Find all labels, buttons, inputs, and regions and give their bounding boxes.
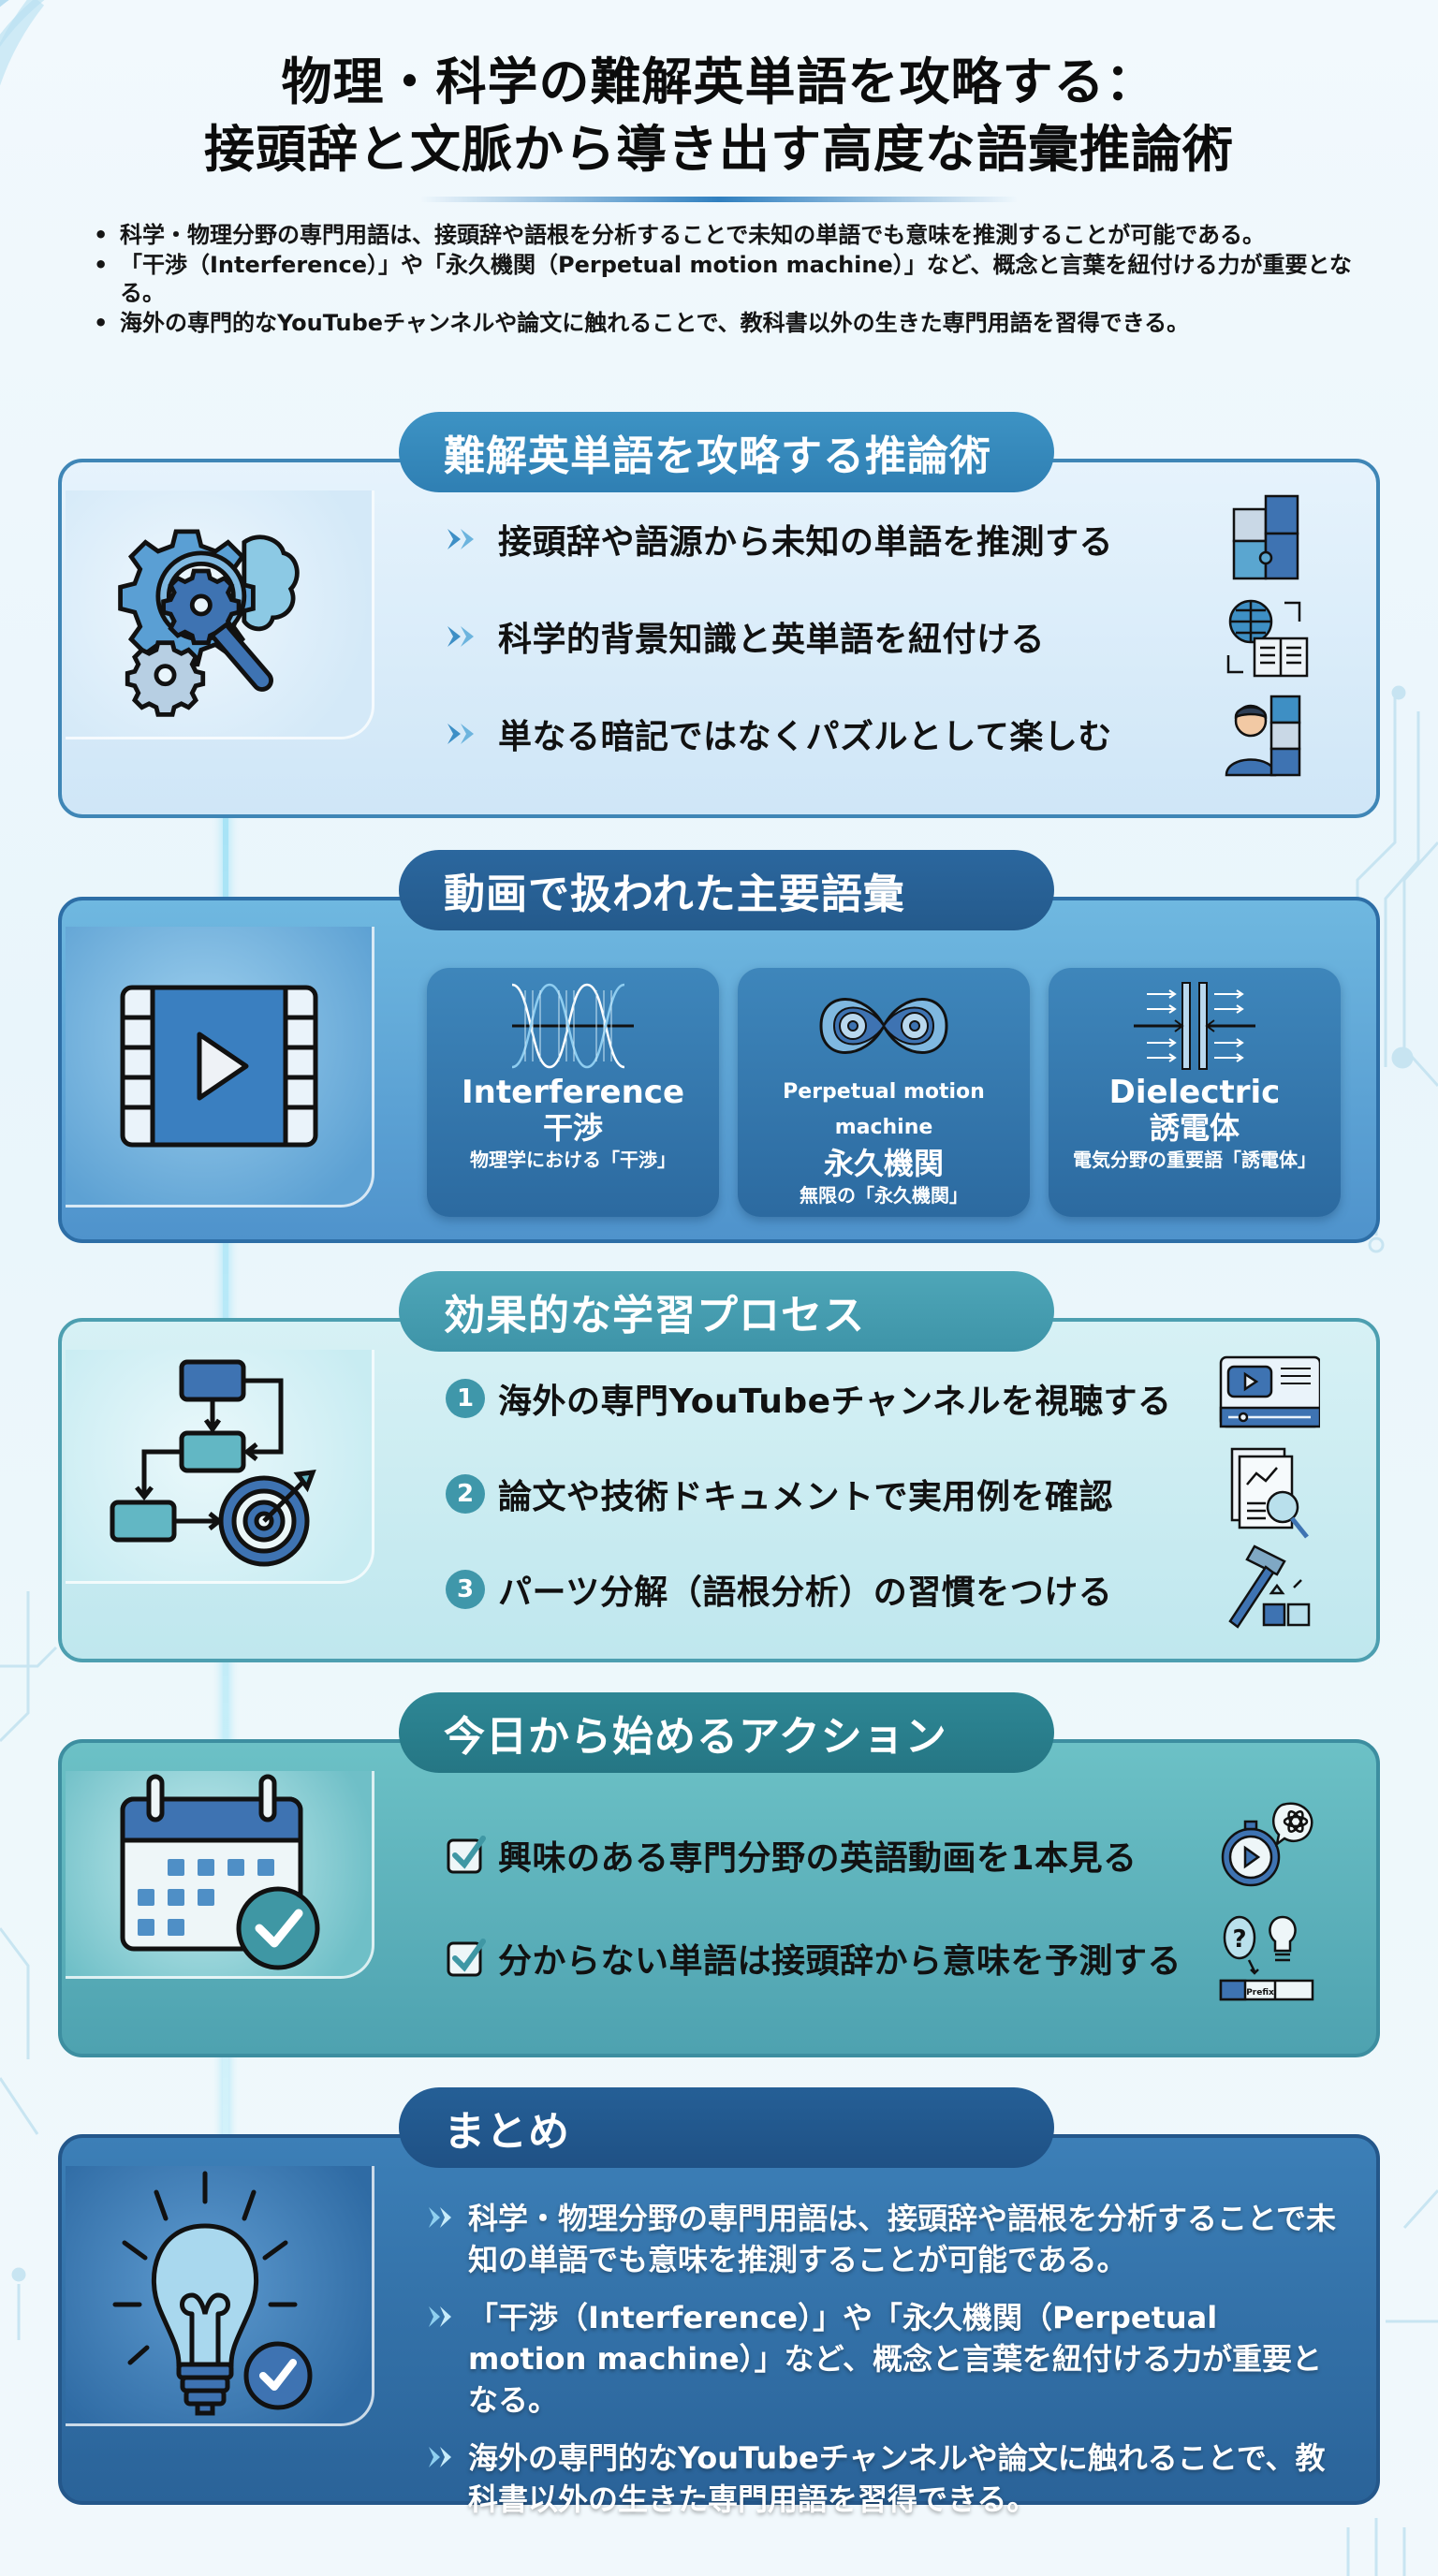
page-title: 物理・科学の難解英単語を攻略する： 接頭辞と文脈から導き出す高度な語彙推論術 xyxy=(0,49,1438,183)
reasoning-item: 単なる暗記ではなくパズルとして楽しむ xyxy=(446,695,1320,777)
summary-item: 海外の専門的なYouTubeチャンネルや論文に触れることで、教科書以外の生きた専… xyxy=(427,2437,1339,2520)
checkbox-checked-icon[interactable] xyxy=(446,1938,487,1979)
intro-bullet: 「干渉（Interference）」や「永久機関（Perpetual motio… xyxy=(94,251,1354,307)
title-line-2: 接頭辞と文脈から導き出す高度な語彙推論術 xyxy=(204,120,1234,179)
summary-item: 「干渉（Interference）」や「永久機関（Perpetual motio… xyxy=(427,2297,1339,2421)
person-puzzle-icon xyxy=(1225,695,1301,777)
term-description: 電気分野の重要語「誘電体」 xyxy=(1073,1149,1316,1171)
vocabulary-card-list: Interference 干渉 物理学における「干渉」 Perpetual mo… xyxy=(427,968,1341,1217)
term-japanese: 干渉 xyxy=(542,1110,603,1146)
reasoning-item: 接頭辞や語源から未知の単語を推測する xyxy=(446,494,1320,580)
double-chevron-icon xyxy=(448,724,474,744)
section-action: 今日から始めるアクション 興味のある専門分野の英語動画を1本見る xyxy=(58,1692,1380,2057)
lightbulb-check-icon xyxy=(112,2171,312,2415)
section-reasoning: 難解英単語を攻略する推論術 接頭辞や語源から未知の単語を推測する 科学的背景 xyxy=(58,412,1380,818)
document-search-icon xyxy=(1230,1447,1309,1539)
section-heading: まとめ xyxy=(399,2087,1054,2168)
vocabulary-card: Perpetual motion machine 永久機関 無限の「永久機関」 xyxy=(738,968,1030,1217)
vocabulary-card: Interference 干渉 物理学における「干渉」 xyxy=(427,968,719,1217)
section-heading: 今日から始めるアクション xyxy=(399,1692,1054,1773)
double-chevron-icon xyxy=(429,2447,451,2467)
svg-text:?: ? xyxy=(1232,1925,1246,1954)
term-english: Interference xyxy=(461,1074,685,1111)
term-japanese: 永久機関 xyxy=(823,1146,944,1181)
action-item: 分からない単語は接頭辞から意味を予測する ?Prefix xyxy=(446,1915,1320,2001)
section-heading: 難解英単語を攻略する推論術 xyxy=(399,412,1054,492)
section-process: 効果的な学習プロセス 1 海外の専門YouTubeチャンネルを視聴 xyxy=(58,1271,1380,1662)
video-player-icon xyxy=(1219,1355,1320,1428)
summary-item: 科学・物理分野の専門用語は、接頭辞や語根を分析することで未知の単語でも意味を推測… xyxy=(427,2198,1339,2280)
double-chevron-icon xyxy=(448,529,474,549)
intro-bullet: 科学・物理分野の専門用語は、接頭辞や語根を分析することで未知の単語でも意味を推測… xyxy=(94,221,1354,249)
puzzle-icon xyxy=(1232,494,1299,580)
calendar-check-icon xyxy=(120,1774,319,1969)
section-heading: 動画で扱われた主要語彙 xyxy=(399,850,1054,930)
title-divider xyxy=(419,197,1019,202)
term-english: Dielectric xyxy=(1108,1074,1281,1111)
section-summary: まとめ 科学・物理分野の専門用語は、接頭辞や語根を分析することで未知の単語でも意… xyxy=(58,2087,1380,2517)
section-vocabulary: 動画で扱われた主要語彙 Interference 干渉 物理学における「干渉」 xyxy=(58,850,1380,1243)
section-icon-panel xyxy=(66,1350,374,1584)
term-description: 無限の「永久機関」 xyxy=(800,1184,968,1207)
infinity-gears-icon xyxy=(819,998,948,1054)
step-number-badge: 1 xyxy=(446,1379,485,1418)
intro-bullet: 海外の専門的なYouTubeチャンネルや論文に触れることで、教科書以外の生きた専… xyxy=(94,309,1354,337)
section-icon-panel xyxy=(66,490,374,739)
gear-brain-magnifier-icon xyxy=(117,528,300,717)
capacitor-field-icon xyxy=(1134,982,1255,1070)
flowchart-target-icon xyxy=(110,1359,316,1566)
checkbox-checked-icon[interactable] xyxy=(446,1835,487,1876)
term-description: 物理学における「干渉」 xyxy=(470,1149,676,1171)
section-icon-panel xyxy=(66,927,374,1208)
process-step: 1 海外の専門YouTubeチャンネルを視聴する xyxy=(446,1355,1320,1436)
video-film-icon xyxy=(120,985,317,1147)
section-icon-panel xyxy=(66,2166,374,2426)
vocabulary-card: Dielectric 誘電体 電気分野の重要語「誘電体」 xyxy=(1049,968,1341,1217)
double-chevron-icon xyxy=(429,2306,451,2327)
reasoning-item: 科学的背景知識と英単語を紐付ける xyxy=(446,599,1320,678)
term-japanese: 誘電体 xyxy=(1149,1110,1240,1146)
section-heading: 効果的な学習プロセス xyxy=(399,1271,1054,1352)
stopwatch-atom-icon xyxy=(1221,1802,1313,1887)
question-lightbulb-icon: ? Prefix xyxy=(1219,1915,1314,2001)
hammer-blocks-icon xyxy=(1228,1544,1311,1629)
process-step: 3 パーツ分解（語根分析）の習慣をつける xyxy=(446,1544,1320,1629)
wave-interference-icon xyxy=(511,983,634,1069)
svg-text:Prefix: Prefix xyxy=(1246,1988,1274,1998)
step-number-badge: 3 xyxy=(446,1570,485,1609)
action-item: 興味のある専門分野の英語動画を1本見る xyxy=(446,1802,1320,1893)
double-chevron-icon xyxy=(448,626,474,647)
summary-list: 科学・物理分野の専門用語は、接頭辞や語根を分析することで未知の単語でも意味を推測… xyxy=(427,2198,1339,2537)
title-line-1: 物理・科学の難解英単語を攻略する： xyxy=(281,52,1157,111)
section-icon-panel xyxy=(66,1771,374,1979)
globe-book-icon xyxy=(1226,599,1309,678)
process-step: 2 論文や技術ドキュメントで実用例を確認 xyxy=(446,1447,1320,1539)
intro-bullet-list: 科学・物理分野の専門用語は、接頭辞や語根を分析することで未知の単語でも意味を推測… xyxy=(94,221,1354,339)
step-number-badge: 2 xyxy=(446,1474,485,1514)
term-english: Perpetual motion machine xyxy=(783,1080,985,1139)
double-chevron-icon xyxy=(429,2207,451,2228)
